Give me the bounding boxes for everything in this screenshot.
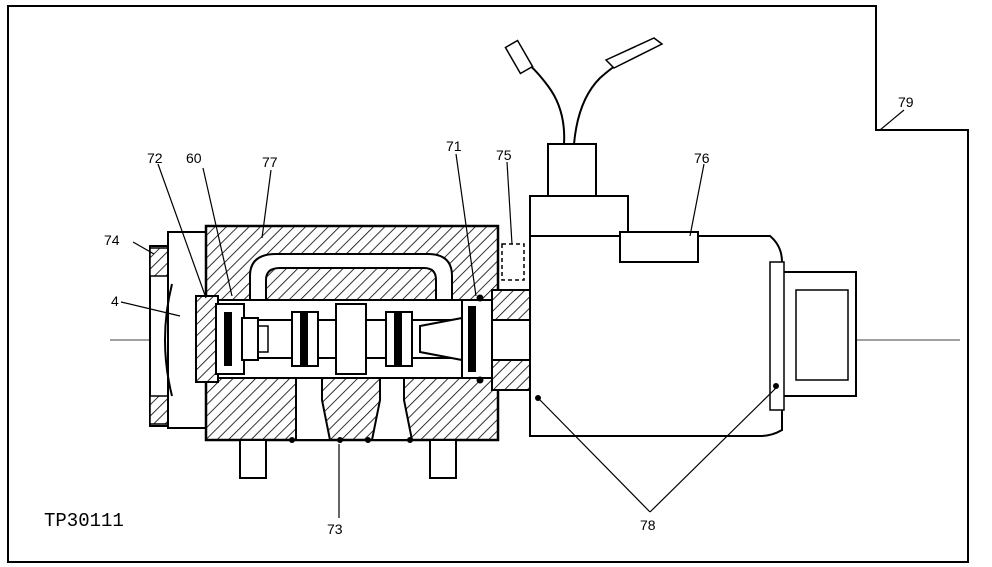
callout-73: 73 xyxy=(327,521,343,537)
solenoid-coil-76 xyxy=(529,143,783,437)
right-retainer-71 xyxy=(461,294,493,384)
callout-78: 78 xyxy=(640,517,656,533)
spool xyxy=(257,303,463,375)
right-end-connector xyxy=(769,261,857,411)
callout-77: 77 xyxy=(262,154,278,170)
o-ring-right xyxy=(773,383,779,389)
mounting-studs xyxy=(239,439,457,479)
callout-76: 76 xyxy=(694,150,710,166)
leader-lines xyxy=(120,109,905,518)
callout-75: 75 xyxy=(496,147,512,163)
solenoid-wires xyxy=(504,37,664,145)
figure-id: TP30111 xyxy=(44,510,124,532)
callout-71: 71 xyxy=(446,138,462,154)
callout-60: 60 xyxy=(186,150,202,166)
callout-74: 74 xyxy=(104,232,120,248)
o-ring-left xyxy=(535,395,541,401)
left-retainer-72 xyxy=(195,295,259,383)
housing-outline-79 xyxy=(7,5,969,563)
callout-72: 72 xyxy=(147,150,163,166)
callout-79: 79 xyxy=(898,94,914,110)
callout-4: 4 xyxy=(111,293,119,309)
